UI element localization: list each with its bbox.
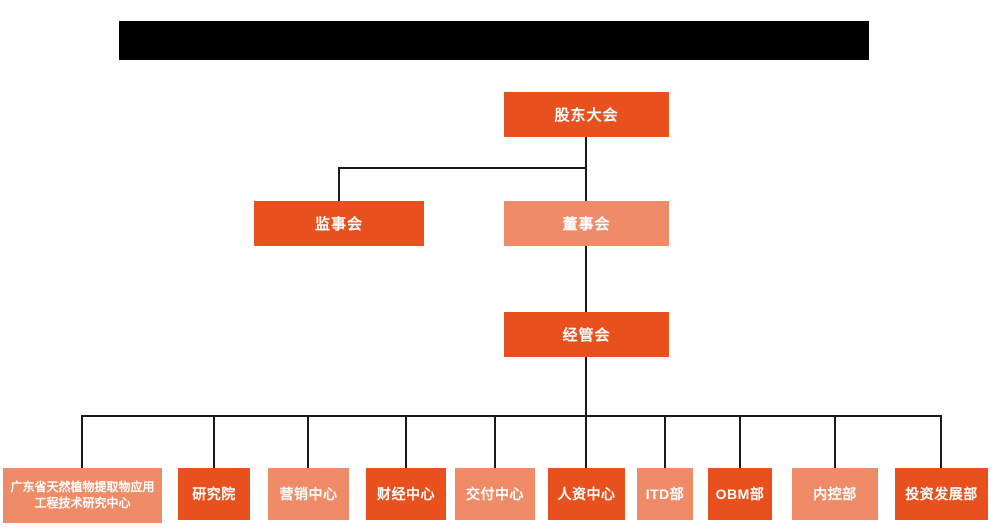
connector-drop-itd-dept xyxy=(664,415,666,468)
org-node-label: 人资中心 xyxy=(557,486,616,502)
redacted-title-bar xyxy=(119,21,869,60)
org-node-label: 股东大会 xyxy=(554,107,619,124)
connector-drop-gd-research-center xyxy=(81,415,83,468)
org-node-label: 投资发展部 xyxy=(905,486,978,502)
org-node-board-of-directors: 董事会 xyxy=(504,201,669,246)
org-node-internal-control-dept: 内控部 xyxy=(792,468,878,520)
connector-drop-marketing-center xyxy=(307,415,309,468)
connector-board-to-management xyxy=(585,246,587,312)
connector-management-stem xyxy=(585,357,587,416)
connector-shareholders-to-board xyxy=(585,137,587,202)
org-node-label: 监事会 xyxy=(314,216,363,233)
org-node-finance-center: 财经中心 xyxy=(366,468,446,520)
org-node-label: ITD部 xyxy=(645,486,685,502)
org-node-shareholders-meeting: 股东大会 xyxy=(504,92,669,137)
org-node-label: 交付中心 xyxy=(466,486,524,502)
org-node-label: OBM部 xyxy=(715,486,765,502)
org-node-label: 内控部 xyxy=(813,486,857,502)
org-node-marketing-center: 营销中心 xyxy=(268,468,349,520)
connector-drop-delivery-center xyxy=(494,415,496,468)
org-node-label: 财经中心 xyxy=(377,486,435,502)
org-node-supervisory-board: 监事会 xyxy=(254,201,424,246)
org-node-gd-research-center: 广东省天然植物提取物应用工程技术研究中心 xyxy=(3,468,162,523)
org-node-delivery-center: 交付中心 xyxy=(455,468,535,520)
connector-drop-obm-dept xyxy=(739,415,741,468)
org-node-label: 研究院 xyxy=(192,486,236,502)
org-node-obm-dept: OBM部 xyxy=(708,468,772,520)
connector-drop-hr-center xyxy=(585,415,587,468)
org-node-research-institute: 研究院 xyxy=(178,468,250,520)
org-node-label: 营销中心 xyxy=(279,486,338,502)
connector-branch-horizontal xyxy=(338,167,587,169)
connector-drop-investment-dev-dept xyxy=(940,415,942,468)
connector-distributor-horizontal xyxy=(81,415,942,417)
org-node-hr-center: 人资中心 xyxy=(548,468,625,520)
org-node-management-committee: 经管会 xyxy=(504,312,669,357)
org-node-label: 董事会 xyxy=(562,216,611,233)
connector-drop-internal-control-dept xyxy=(834,415,836,468)
connector-drop-supervisory xyxy=(338,167,340,201)
org-node-investment-dev-dept: 投资发展部 xyxy=(895,468,988,520)
org-node-itd-dept: ITD部 xyxy=(637,468,693,520)
connector-drop-research-institute xyxy=(213,415,215,468)
connector-drop-finance-center xyxy=(405,415,407,468)
org-node-label: 广东省天然植物提取物应用工程技术研究中心 xyxy=(10,479,155,510)
org-node-label: 经管会 xyxy=(562,327,611,344)
